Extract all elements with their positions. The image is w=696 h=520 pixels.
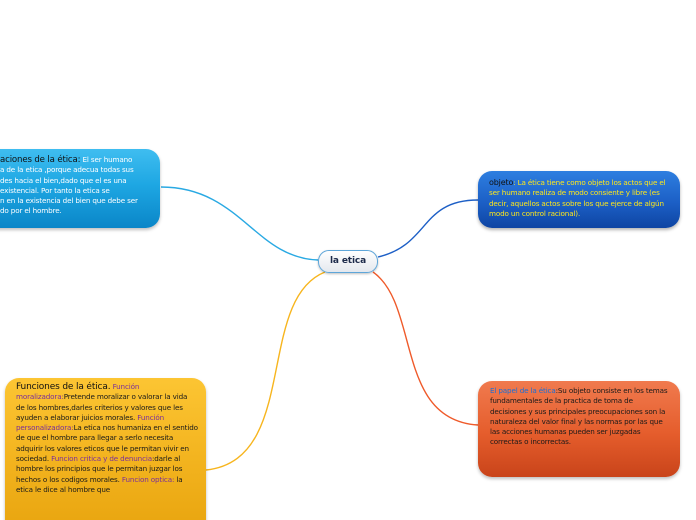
funcion-critica-text: :darle al hombre los principios que le p… (16, 454, 183, 484)
topic-node-implicaciones[interactable]: aciones de la ética: El ser humano a de … (0, 149, 160, 228)
objeto-title: objeto (489, 178, 514, 187)
implicaciones-line-5: n en la existencia del bien que debe ser (0, 196, 138, 206)
funcion-moralizadora-label: Función moralizadora: (16, 382, 140, 402)
topic-node-funciones[interactable]: Funciones de la ética. Función moralizad… (5, 378, 206, 520)
implicaciones-line-4: existencial. Por tanto la etica se (0, 185, 110, 195)
funcion-optica-label: Funcion optica: (121, 474, 175, 484)
funcion-critica-label: Funcion critica y de denuncia (51, 454, 152, 464)
implicaciones-line-1: aciones de la ética: El ser humano (0, 155, 150, 165)
implicaciones-line-2: a de la etica ,porque adecua todas sus (0, 165, 134, 175)
connector-funciones (205, 271, 326, 471)
funcion-moralizadora-text: Pretende moralizar o valorar la vida de … (16, 392, 188, 422)
connector-implicaciones (160, 186, 319, 261)
papel-text: :Su objeto consiste en los temas fundame… (490, 386, 668, 447)
funcion-personalizadora-text: La etica nos humaniza en el sentido de q… (16, 423, 198, 464)
objeto-separator: : (513, 178, 518, 187)
implicaciones-line-3: des hacia el bien,dado que el es una (0, 175, 127, 185)
connector-objeto (377, 199, 479, 258)
central-topic-node[interactable]: la etica (318, 250, 378, 273)
implicaciones-title: aciones de la ética: (0, 155, 81, 165)
objeto-text: La ética tiene como objeto los actos que… (489, 178, 666, 218)
funciones-title: Funciones de la ética. (16, 382, 111, 392)
implicaciones-text-0: El ser humano (80, 155, 133, 164)
papel-title: El papel de la ética (490, 386, 556, 395)
funcion-personalizadora-label: Función personalizadora: (16, 412, 164, 433)
topic-node-objeto[interactable]: objeto: La ética tiene como objeto los a… (478, 171, 680, 228)
funcion-optica-text: la etica le dice al hombre que (16, 474, 183, 494)
implicaciones-line-6: do por el hombre. (0, 206, 62, 216)
connector-papel (372, 271, 479, 426)
topic-node-papel[interactable]: El papel de la ética:Su objeto consiste … (478, 381, 680, 477)
central-topic-label: la etica (330, 256, 366, 267)
